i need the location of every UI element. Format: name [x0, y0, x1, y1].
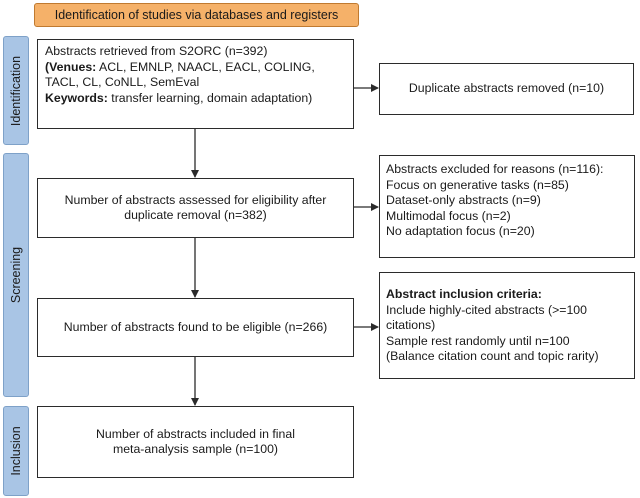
venues-label: Venues:: [49, 59, 97, 74]
excluded-item: Dataset-only abstracts (n=9): [386, 193, 541, 207]
eligible-text: Number of abstracts found to be eligible…: [63, 319, 328, 334]
criteria-title: Abstract inclusion criteria:: [386, 287, 542, 301]
venues-line-2: TACL, CL, CoNLL, SemEval: [45, 75, 200, 89]
criteria-line: citations): [386, 318, 436, 332]
excluded-title: Abstracts excluded for reasons (n=116):: [386, 162, 604, 176]
duplicates-removed-box: Duplicate abstracts removed (n=10): [379, 63, 634, 115]
inclusion-criteria-box: Abstract inclusion criteria: Include hig…: [379, 272, 635, 379]
excluded-item: No adaptation focus (n=20): [386, 224, 535, 238]
criteria-line: Sample rest randomly until n=100: [386, 333, 570, 348]
diagram-header: Identification of studies via databases …: [34, 3, 359, 27]
included-line-2: meta-analysis sample (n=100): [112, 442, 279, 456]
screening-line-2: duplicate removal (n=382): [124, 208, 267, 222]
retrieved-abstracts-box: Abstracts retrieved from S2ORC (n=392) (…: [37, 39, 354, 129]
phase-identification: Identification: [3, 36, 29, 145]
keywords-text: transfer learning, domain adaptation): [107, 90, 313, 105]
screening-line-1: Number of abstracts assessed for eligibi…: [64, 192, 327, 207]
venues-text: ACL, EMNLP, NAACL, EACL, COLING,: [96, 59, 315, 74]
excluded-item: Focus on generative tasks (n=85): [386, 177, 569, 192]
retrieved-line: Abstracts retrieved from S2ORC (n=392): [45, 44, 268, 58]
eligible-abstracts-box: Number of abstracts found to be eligible…: [37, 298, 354, 357]
included-line-1: Number of abstracts included in final: [96, 426, 295, 441]
phase-screening: Screening: [3, 153, 29, 397]
criteria-line: (Balance citation count and topic rarity…: [386, 349, 599, 363]
venues-line: (Venues: ACL, EMNLP, NAACL, EACL, COLING…: [45, 59, 315, 74]
screening-box: Number of abstracts assessed for eligibi…: [37, 178, 354, 238]
duplicates-text: Duplicate abstracts removed (n=10): [408, 81, 605, 96]
excluded-item: Multimodal focus (n=2): [386, 208, 511, 223]
criteria-line: Include highly-cited abstracts (>=100: [386, 302, 587, 317]
keywords-line: Keywords: transfer learning, domain adap…: [45, 91, 353, 107]
phase-inclusion: Inclusion: [3, 406, 29, 496]
excluded-abstracts-box: Abstracts excluded for reasons (n=116): …: [379, 155, 635, 258]
keywords-label: Keywords:: [45, 90, 108, 105]
included-abstracts-box: Number of abstracts included in final me…: [37, 406, 354, 478]
